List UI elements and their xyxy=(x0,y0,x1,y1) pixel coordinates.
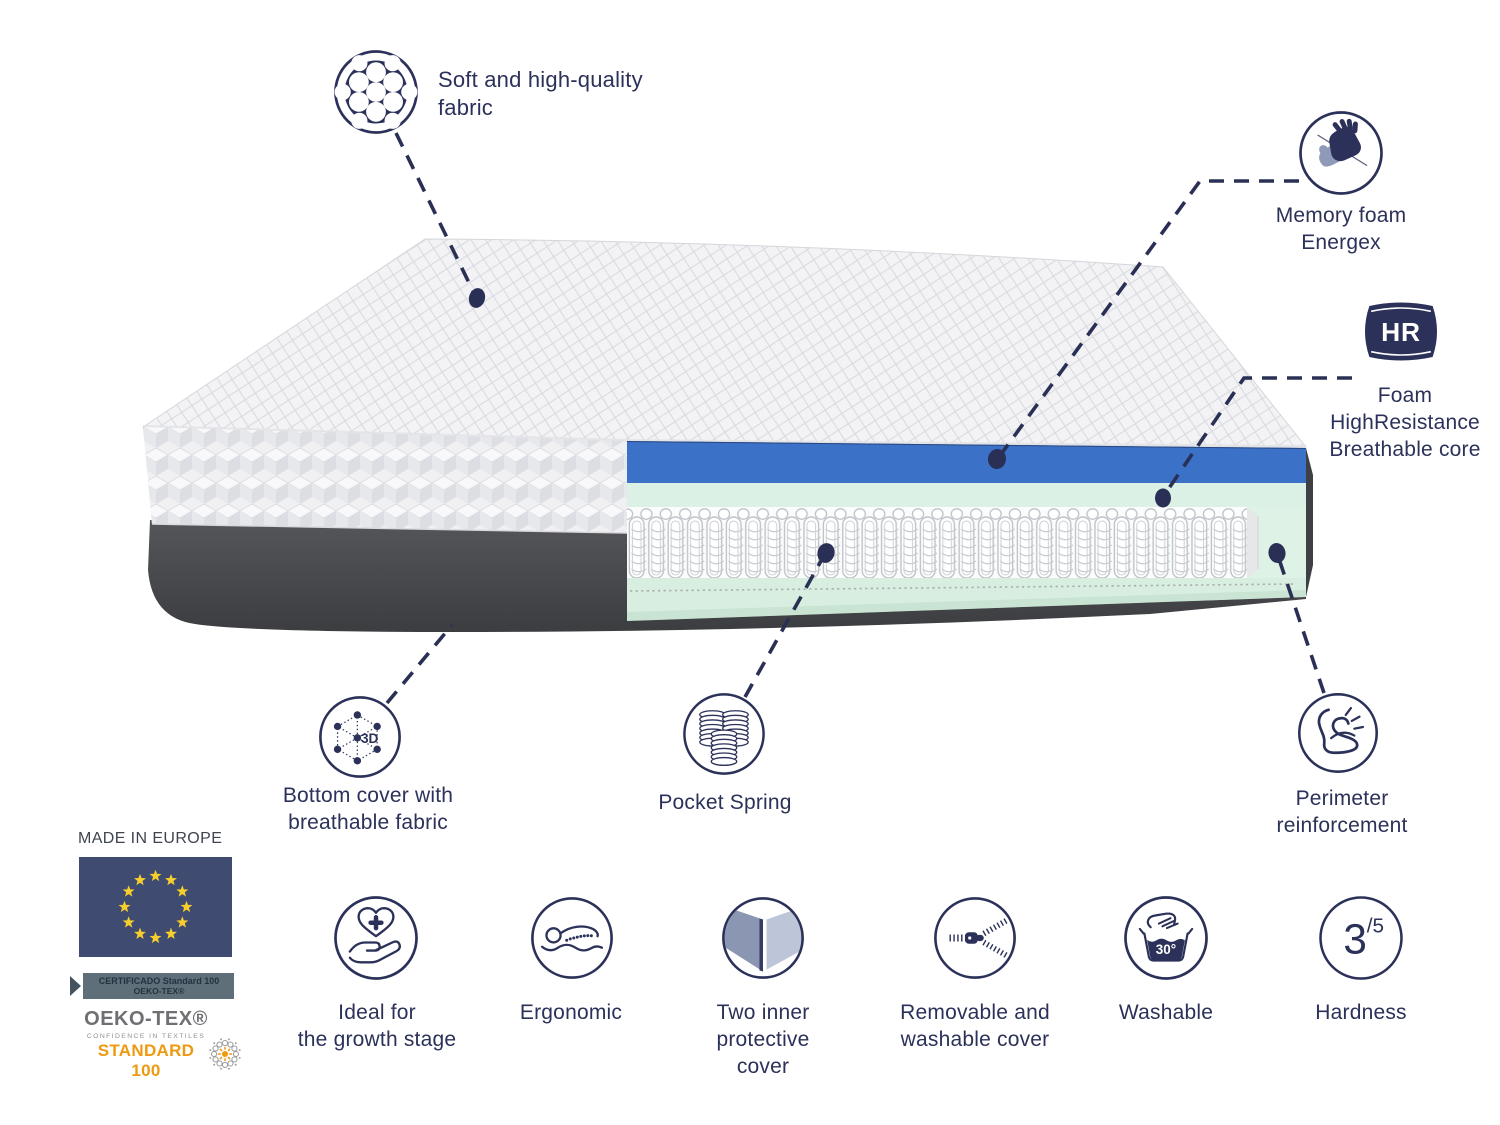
mattress-top-surface xyxy=(141,238,1308,449)
oeko-emblem xyxy=(209,1038,241,1070)
perimeter-label: Perimeter reinforcement xyxy=(1276,787,1408,837)
zipper-icon xyxy=(934,897,1016,979)
cut-layer-foam-core xyxy=(627,483,1306,507)
callout-dot-hr-core xyxy=(1155,488,1171,508)
ribbon-line2: OEKO-TEX® xyxy=(134,986,185,996)
mattress-right-edge xyxy=(1306,448,1313,597)
fabric-label: Soft and high-quality fabric xyxy=(438,67,643,121)
threed-icon-text: 3D xyxy=(361,731,379,746)
washable-degree-text: 30° xyxy=(1156,942,1176,957)
hardness-scale-text: /5 xyxy=(1367,915,1384,938)
hardness-icon: 3 /5 xyxy=(1319,896,1403,980)
hr-badge-text: HR xyxy=(1381,317,1421,347)
made-in-europe-label: MADE IN EUROPE xyxy=(78,830,223,847)
oeko-certificate-ribbon: CERTIFICADO Standard 100 OEKO-TEX® xyxy=(70,973,234,999)
fabric-weave-icon xyxy=(334,50,418,134)
hr-foam-badge: HR xyxy=(1364,302,1438,361)
callout-line-pocket-spring xyxy=(743,560,823,698)
washable-30-icon: 30° xyxy=(1124,896,1208,980)
ribbon-line1: CERTIFICADO Standard 100 xyxy=(99,976,220,986)
oeko-tagline: CONFIDENCE IN TEXTILES xyxy=(86,1033,206,1040)
feature-removable-label: Removable and washable cover xyxy=(900,1001,1050,1051)
hardness-value-text: 3 xyxy=(1343,915,1367,962)
callout-dot-fabric xyxy=(468,288,486,308)
muscle-arm-icon xyxy=(1298,693,1378,773)
bottom-cover-label: Bottom cover with breathable fabric xyxy=(282,784,454,834)
callout-dot-pocket-spring xyxy=(817,543,835,563)
hr-core-label: Foam HighResistance Breathable core xyxy=(1329,384,1481,461)
feature-growth-label: Ideal for the growth stage xyxy=(297,1001,457,1051)
callout-line-hr-core xyxy=(1163,376,1352,496)
feature-hardness-label: Hardness xyxy=(1315,1001,1407,1024)
memory-foam-label: Memory foam Energex xyxy=(1275,204,1407,254)
feature-washable-label: Washable xyxy=(1118,1001,1214,1024)
pocket-spring-icon xyxy=(683,693,765,775)
callout-line-memory-foam xyxy=(997,179,1299,459)
ergonomic-icon xyxy=(531,897,613,979)
pocket-spring-label: Pocket Spring xyxy=(658,791,792,814)
callout-line-fabric xyxy=(394,132,475,292)
feature-two-covers-label: Two inner protective cover xyxy=(716,1001,810,1078)
callout-line-bottom-cover xyxy=(385,623,454,705)
oeko-brand: OEKO-TEX® xyxy=(84,1008,208,1030)
callout-dot-perimeter xyxy=(1268,543,1286,563)
cut-layer-memory-foam xyxy=(627,441,1306,483)
breathable-3d-icon: 3D xyxy=(319,696,401,778)
memory-foam-hand-icon xyxy=(1299,111,1383,195)
cut-layer-pocket-springs xyxy=(627,507,1247,578)
oeko-standard: STANDARD 100 xyxy=(97,1041,195,1080)
mattress-front-quilt xyxy=(143,427,628,534)
two-covers-icon xyxy=(722,897,804,979)
eu-flag xyxy=(79,857,232,957)
growth-stage-icon xyxy=(334,896,418,980)
feature-ergonomic-label: Ergonomic xyxy=(519,1001,623,1024)
oeko-tex-logo: OEKO-TEX® CONFIDENCE IN TEXTILES STANDAR… xyxy=(82,1008,242,1081)
callout-dot-memory-foam xyxy=(987,449,1007,469)
